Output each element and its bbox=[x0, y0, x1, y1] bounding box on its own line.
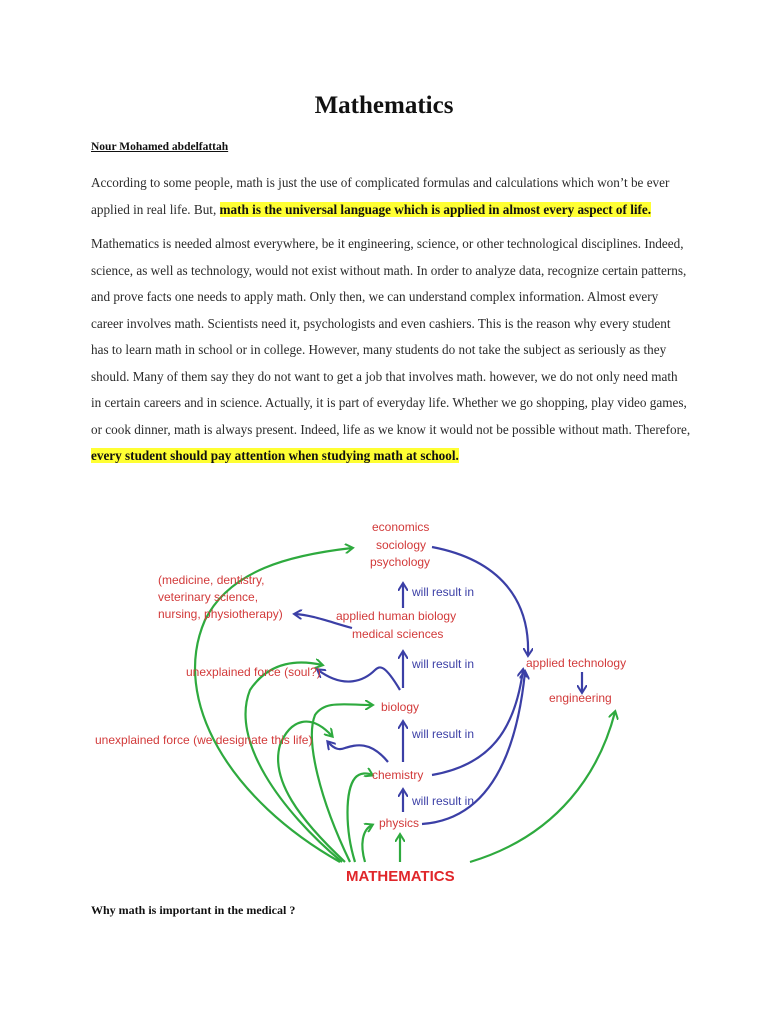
label-unexplained-life: unexplained force (we designate this lif… bbox=[95, 733, 312, 747]
label-economics: economics bbox=[372, 520, 429, 534]
highlighted-conclusion: every student should pay attention when … bbox=[91, 448, 459, 463]
label-mathematics: MATHEMATICS bbox=[346, 868, 455, 885]
paragraph-body: Mathematics is needed almost everywhere,… bbox=[91, 231, 691, 470]
label-unexplained-soul: unexplained force (soul?) bbox=[186, 665, 321, 679]
green-arrows bbox=[194, 548, 615, 864]
section-question: Why math is important in the medical ? bbox=[91, 903, 296, 917]
paragraph-body-text: Mathematics is needed almost everywhere,… bbox=[91, 236, 691, 437]
label-physics: physics bbox=[379, 816, 419, 830]
label-will-result-in-3: will result in bbox=[411, 727, 474, 741]
label-engineering: engineering bbox=[549, 691, 612, 705]
label-psychology: psychology bbox=[370, 555, 430, 569]
page-title: Mathematics bbox=[314, 92, 454, 119]
paragraph-intro: According to some people, math is just t… bbox=[91, 170, 691, 223]
label-medical-sciences: medical sciences bbox=[352, 627, 443, 641]
paragraph-intro-text: According to some people, math is just t… bbox=[91, 175, 670, 217]
label-applied-human-biology: applied human biology bbox=[336, 609, 456, 623]
label-applied-technology: applied technology bbox=[526, 656, 626, 670]
label-medicine-line2: veterinary science, bbox=[158, 590, 258, 604]
highlighted-statement: math is the universal language which is … bbox=[219, 201, 652, 217]
label-will-result-in-1: will result in bbox=[411, 585, 474, 599]
label-medicine-line1: (medicine, dentistry, bbox=[158, 573, 264, 587]
label-chemistry: chemistry bbox=[372, 768, 423, 782]
author-name: Nour Mohamed abdelfattah bbox=[91, 141, 229, 153]
label-sociology: sociology bbox=[376, 538, 426, 552]
blue-arrows bbox=[295, 545, 582, 826]
label-biology: biology bbox=[381, 700, 419, 714]
label-will-result-in-4: will result in bbox=[411, 794, 474, 808]
label-medicine-line3: nursing, physiotherapy) bbox=[158, 607, 283, 621]
label-will-result-in-2: will result in bbox=[411, 657, 474, 671]
mathematics-diagram: economics sociology psychology (medicine… bbox=[95, 520, 626, 885]
